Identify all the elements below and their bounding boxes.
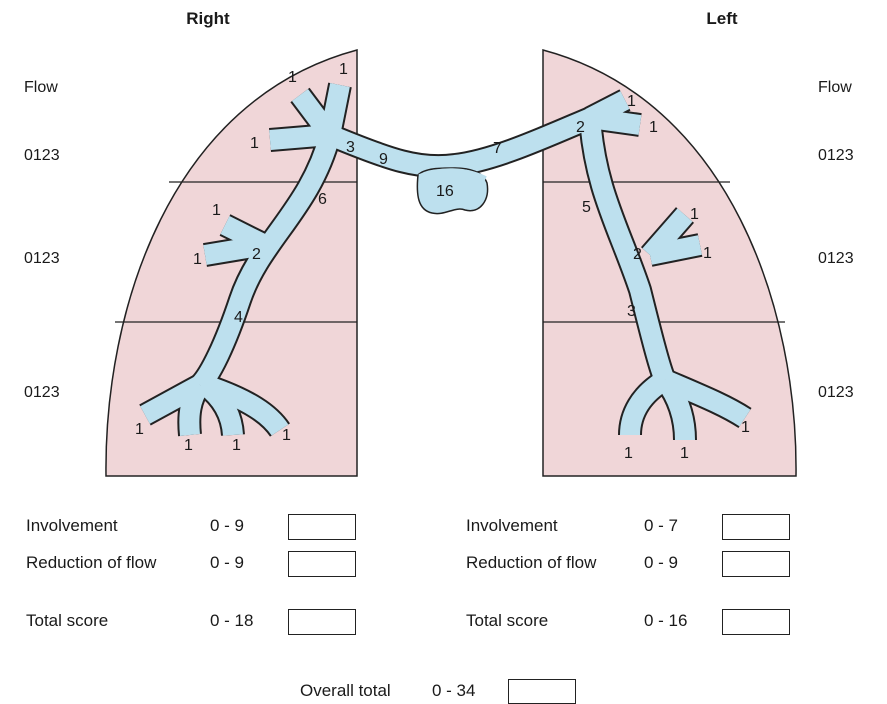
flow-label-right: Flow bbox=[24, 79, 58, 96]
left-involvement-range: 0 - 7 bbox=[644, 516, 678, 536]
seg-r-middle-tip: 1 bbox=[193, 251, 202, 268]
seg-l-upper-tip: 1 bbox=[627, 93, 636, 110]
seg-r-apical-tip: 1 bbox=[250, 135, 259, 152]
seg-r-intermediate: 6 bbox=[318, 191, 327, 208]
left-total-label: Total score bbox=[466, 611, 548, 631]
seg-l-basal-tip: 1 bbox=[680, 445, 689, 462]
overall-total-range: 0 - 34 bbox=[432, 681, 475, 701]
right-involvement-input[interactable] bbox=[288, 514, 356, 540]
flow-scale-right-lower: 0123 bbox=[24, 384, 60, 401]
seg-carina: 16 bbox=[436, 183, 454, 200]
left-involvement-input[interactable] bbox=[722, 514, 790, 540]
flow-label-left: Flow bbox=[818, 79, 852, 96]
right-total-input[interactable] bbox=[288, 609, 356, 635]
seg-r-lower-trunk: 4 bbox=[234, 309, 243, 326]
flow-scale-left-lower: 0123 bbox=[818, 384, 854, 401]
seg-r-main-bronchus: 9 bbox=[379, 151, 388, 168]
left-involvement-label: Involvement bbox=[466, 516, 558, 536]
seg-r-apical-tip: 1 bbox=[288, 69, 297, 86]
seg-r-basal-tip: 1 bbox=[232, 437, 241, 454]
right-total-label: Total score bbox=[26, 611, 108, 631]
seg-l-lower-trunk: 3 bbox=[627, 303, 636, 320]
seg-r-middle-branch: 2 bbox=[252, 246, 261, 263]
seg-r-basal-tip: 1 bbox=[135, 421, 144, 438]
left-reduction-input[interactable] bbox=[722, 551, 790, 577]
left-total-range: 0 - 16 bbox=[644, 611, 687, 631]
left-reduction-range: 0 - 9 bbox=[644, 553, 678, 573]
flow-scale-left-middle: 0123 bbox=[818, 250, 854, 267]
left-header: Left bbox=[706, 9, 738, 28]
seg-r-basal-tip: 1 bbox=[282, 427, 291, 444]
seg-l-basal-tip: 1 bbox=[741, 419, 750, 436]
right-total-range: 0 - 18 bbox=[210, 611, 253, 631]
seg-r-middle-tip: 1 bbox=[212, 202, 221, 219]
flow-scale-right-upper: 0123 bbox=[24, 147, 60, 164]
right-involvement-range: 0 - 9 bbox=[210, 516, 244, 536]
right-involvement-label: Involvement bbox=[26, 516, 118, 536]
overall-total-label: Overall total bbox=[300, 681, 391, 701]
left-total-input[interactable] bbox=[722, 609, 790, 635]
seg-r-basal-tip: 1 bbox=[184, 437, 193, 454]
left-reduction-label: Reduction of flow bbox=[466, 553, 596, 573]
seg-l-basal-tip: 1 bbox=[624, 445, 633, 462]
right-header: Right bbox=[186, 9, 230, 28]
seg-l-lingula-branch: 2 bbox=[633, 246, 642, 263]
seg-l-upper-branch: 2 bbox=[576, 119, 585, 136]
seg-l-lingula-tip: 1 bbox=[690, 206, 699, 223]
seg-l-main-bronchus: 7 bbox=[493, 140, 502, 157]
flow-scale-right-middle: 0123 bbox=[24, 250, 60, 267]
right-reduction-label: Reduction of flow bbox=[26, 553, 156, 573]
seg-l-lingula-tip: 1 bbox=[703, 245, 712, 262]
seg-r-upper-branch: 3 bbox=[346, 139, 355, 156]
seg-r-apical-tip: 1 bbox=[339, 61, 348, 78]
right-reduction-range: 0 - 9 bbox=[210, 553, 244, 573]
overall-total-input[interactable] bbox=[508, 679, 576, 704]
seg-l-descending: 5 bbox=[582, 199, 591, 216]
right-reduction-input[interactable] bbox=[288, 551, 356, 577]
flow-scale-left-upper: 0123 bbox=[818, 147, 854, 164]
seg-l-upper-tip: 1 bbox=[649, 119, 658, 136]
